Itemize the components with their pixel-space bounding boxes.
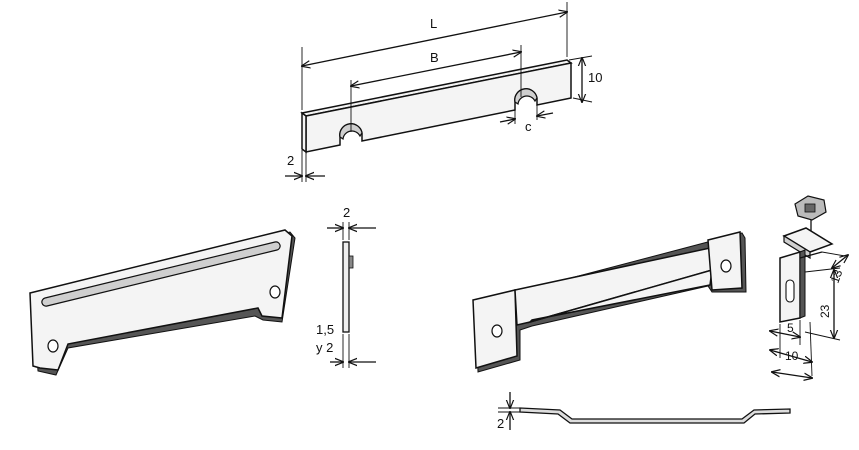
slot-right-shade bbox=[514, 88, 538, 106]
label-23: 23 bbox=[818, 304, 832, 318]
cranked-strap bbox=[472, 231, 747, 373]
label-B: B bbox=[430, 50, 439, 65]
bracket-slot bbox=[785, 279, 795, 303]
dimension-thickness-2: 2 bbox=[285, 150, 325, 182]
plate-hole-left bbox=[47, 339, 59, 353]
plate-long-slot bbox=[41, 241, 281, 307]
label-10-bracket: 10 bbox=[785, 349, 799, 363]
plate-hole-right bbox=[269, 285, 281, 299]
slotted-mounting-plate bbox=[29, 229, 296, 376]
plate-side-profile: 2 1,5 y 2 bbox=[316, 205, 376, 368]
label-strip-2: 2 bbox=[497, 416, 504, 431]
profile-lip bbox=[348, 255, 354, 269]
label-10: 10 bbox=[588, 70, 602, 85]
strap-hole-left bbox=[491, 324, 503, 338]
strip-profile-body bbox=[519, 407, 791, 424]
bar-front-face bbox=[305, 62, 572, 153]
strap-side-profile: 2 bbox=[497, 392, 791, 431]
slot-left-shade bbox=[339, 123, 363, 141]
bracket-side bbox=[799, 249, 806, 319]
dimension-c: c bbox=[499, 105, 554, 134]
knob-slot bbox=[804, 203, 816, 213]
label-2: 2 bbox=[287, 153, 294, 168]
dimension-B: B bbox=[351, 45, 521, 132]
label-c: c bbox=[525, 119, 532, 134]
label-13: 13 bbox=[828, 267, 846, 285]
plate-face bbox=[29, 229, 293, 371]
slotted-flat-bar bbox=[300, 59, 573, 154]
dimension-L: L bbox=[302, 2, 567, 110]
bracket-clip: 13 23 5 10 bbox=[770, 195, 848, 378]
dimension-height-10: 10 bbox=[568, 55, 602, 102]
label-thickness-line2: y 2 bbox=[316, 340, 333, 355]
label-profile-2: 2 bbox=[343, 205, 350, 220]
label-L: L bbox=[430, 16, 437, 31]
label-thickness-line1: 1,5 bbox=[316, 322, 334, 337]
profile-body bbox=[342, 241, 350, 333]
strap-middle-lower bbox=[527, 268, 713, 324]
bracket-tab bbox=[799, 251, 823, 259]
label-5: 5 bbox=[787, 321, 794, 335]
bar-end-face bbox=[301, 111, 307, 154]
strap-hole-right bbox=[720, 259, 732, 273]
